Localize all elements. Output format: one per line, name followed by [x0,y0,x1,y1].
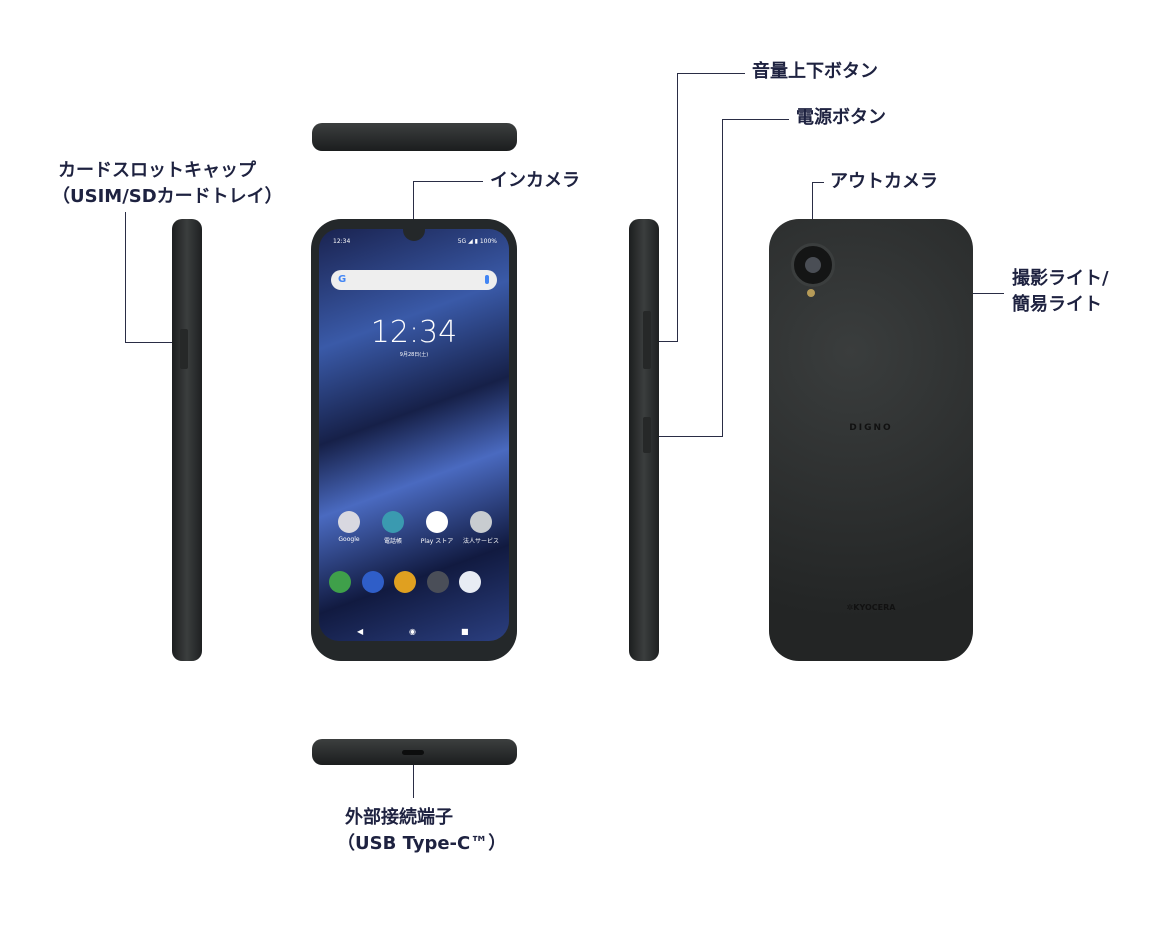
label-usb: 外部接続端子 [345,807,453,828]
settings-icon[interactable] [459,571,481,596]
app-icon-image [382,511,404,533]
label-volume: 音量上下ボタン [752,61,878,82]
leader-line [677,73,678,341]
leader-line [722,119,723,436]
google-search-bar[interactable]: G [331,270,497,290]
volume-button [643,311,651,369]
label-in-camera: インカメラ [490,170,580,191]
phone-front-view: 12:34 5G ◢ ▮ 100% G 12:34 9月28日(土) Googl… [311,219,517,661]
phone-left-view [172,219,202,661]
leader-line [677,73,745,74]
phone-top-view [312,123,517,151]
usb-port [402,750,424,755]
chrome-icon[interactable] [394,571,416,596]
home-nav-button[interactable]: ◉ [409,627,416,636]
recents-nav-button[interactable]: ■ [461,627,469,636]
status-icons: 5G ◢ ▮ 100% [457,238,497,245]
status-time: 12:34 [333,238,351,245]
leader-line [413,181,414,239]
leader-line [413,756,414,798]
label-light: 撮影ライト/ [1012,268,1109,289]
phone-back-view: DIGNO ✲KYOCERA [769,219,973,661]
flash-light [807,289,815,297]
phone-icon[interactable] [329,571,351,596]
label-power: 電源ボタン [796,107,886,128]
label-card-slot-sub: （USIM/SDカードトレイ） [52,186,283,207]
app-icon-image [338,511,360,533]
app-label: Play ストア [420,538,454,545]
clock: 12:34 [370,315,458,350]
brand-logo: DIGNO [849,423,893,433]
app-icon[interactable]: 法人サービス [461,511,501,545]
leader-line [125,342,183,343]
google-icon: G [338,274,347,285]
leader-line [652,341,678,342]
leader-line [812,182,813,242]
leader-line [722,119,789,120]
leader-line [812,182,824,183]
label-out-camera: アウトカメラ [830,171,938,192]
app-icon[interactable]: Google [329,511,369,543]
app-icon[interactable]: Play ストア [417,511,457,545]
label-card-slot: カードスロットキャップ [58,160,256,181]
in-camera [403,229,425,241]
phone-bottom-view [312,739,517,765]
phone-right-view [629,219,659,661]
maker-logo: ✲KYOCERA [846,603,896,612]
date: 9月28日(土) [399,352,429,358]
leader-line [125,212,126,342]
app-icon-image [426,511,448,533]
power-button [643,417,651,453]
back-nav-button[interactable]: ◀ [357,627,364,636]
app-label: Google [338,536,360,543]
app-icon-image [470,511,492,533]
label-light-sub: 簡易ライト [1012,294,1102,315]
leader-line [413,181,483,182]
camera-icon[interactable] [426,571,449,596]
card-slot-cap [180,329,188,369]
label-usb-sub: （USB Type-C™） [337,833,507,854]
app-icon[interactable]: 電話帳 [373,511,413,545]
message-icon[interactable] [361,571,384,596]
home-screen: 12:34 5G ◢ ▮ 100% G 12:34 9月28日(土) Googl… [319,229,509,641]
mic-icon[interactable] [485,275,489,284]
leader-line [652,436,723,437]
app-label: 法人サービス [462,538,499,545]
app-label: 電話帳 [383,538,402,545]
out-camera [791,243,835,287]
